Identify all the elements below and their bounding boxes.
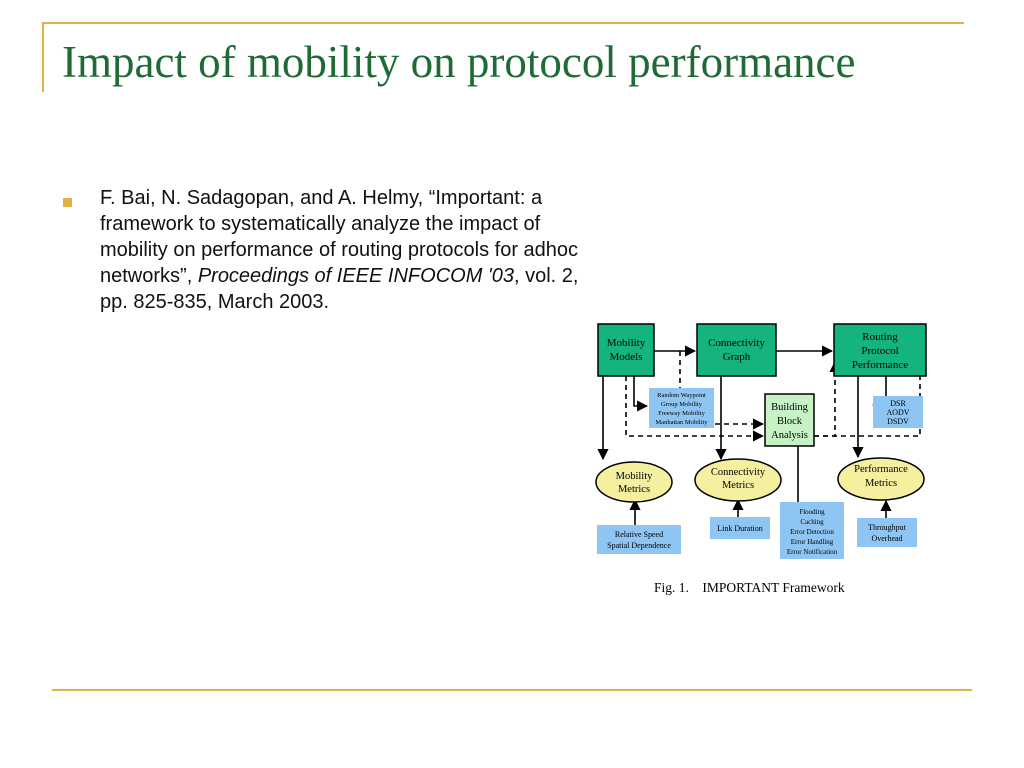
dashed-models-to-block bbox=[625, 376, 765, 442]
figure-caption: Fig. 1. IMPORTANT Framework bbox=[654, 580, 845, 595]
svg-text:Metrics: Metrics bbox=[865, 478, 897, 489]
svg-text:Error Notification: Error Notification bbox=[787, 548, 838, 556]
box-routing-protocol-performance: Routing Protocol Performance bbox=[833, 323, 927, 377]
box-building-block-analysis: Building Block Analysis bbox=[764, 393, 815, 447]
svg-text:Group Mobility: Group Mobility bbox=[661, 401, 703, 408]
svg-text:Freeway Mobility: Freeway Mobility bbox=[658, 410, 706, 417]
svg-text:Analysis: Analysis bbox=[771, 430, 808, 441]
svg-text:Protocol: Protocol bbox=[861, 345, 898, 357]
svg-text:Relative Speed: Relative Speed bbox=[615, 530, 663, 539]
arrow-models-to-list bbox=[633, 376, 649, 412]
svg-text:Flooding: Flooding bbox=[799, 508, 825, 516]
citation-authors: F. Bai, N. Sadagopan, and A. Helmy, bbox=[100, 187, 424, 209]
note-mobility-metric-list: Relative Speed Spatial Dependence bbox=[597, 525, 681, 554]
note-protocols: DSR AODV DSDV bbox=[873, 396, 923, 428]
svg-text:AODV: AODV bbox=[886, 408, 909, 417]
svg-text:Mobility: Mobility bbox=[607, 337, 646, 349]
slide-title: Impact of mobility on protocol performan… bbox=[62, 37, 856, 87]
bullet-square-icon bbox=[63, 198, 72, 207]
svg-text:Caching: Caching bbox=[800, 518, 824, 526]
svg-text:Link Duration: Link Duration bbox=[717, 524, 763, 533]
svg-text:Metrics: Metrics bbox=[618, 484, 650, 495]
note-mobility-models-list: Random Waypoint Group Mobility Freeway M… bbox=[649, 388, 714, 428]
note-connectivity-metric-list: Link Duration bbox=[710, 517, 770, 539]
svg-text:DSDV: DSDV bbox=[887, 417, 909, 426]
svg-text:Connectivity: Connectivity bbox=[708, 337, 765, 349]
box-connectivity-graph: Connectivity Graph bbox=[696, 323, 777, 377]
note-performance-metric-list: Throughput Overhead bbox=[857, 518, 917, 547]
svg-text:Graph: Graph bbox=[723, 351, 751, 363]
svg-text:Error Handling: Error Handling bbox=[791, 538, 834, 546]
svg-text:Performance: Performance bbox=[854, 464, 908, 475]
citation-details: , vol. 2, pp. 825-835, March 2003. bbox=[100, 265, 579, 313]
framework-figure: Mobility Models Connectivity Graph Routi… bbox=[590, 318, 930, 608]
svg-text:Models: Models bbox=[610, 351, 643, 363]
ellipse-mobility-metrics: Mobility Metrics bbox=[595, 461, 673, 503]
framework-diagram: Mobility Models Connectivity Graph Routi… bbox=[595, 323, 927, 595]
citation-text: F. Bai, N. Sadagopan, and A. Helmy, “Imp… bbox=[100, 185, 580, 315]
dashed-block-to-routing bbox=[814, 360, 841, 437]
ellipse-performance-metrics: Performance Metrics bbox=[837, 457, 925, 501]
citation-paper-title: “Important: a framework to systematicall… bbox=[100, 187, 579, 287]
svg-text:Manhattan Mobility: Manhattan Mobility bbox=[655, 419, 708, 426]
svg-text:Performance: Performance bbox=[852, 359, 908, 371]
top-accent-line bbox=[42, 22, 964, 24]
svg-text:Block: Block bbox=[777, 416, 803, 427]
ellipse-connectivity-metrics: Connectivity Metrics bbox=[694, 458, 782, 502]
citation-venue: Proceedings of IEEE INFOCOM '03 bbox=[197, 265, 514, 287]
svg-text:Mobility: Mobility bbox=[616, 471, 654, 482]
svg-text:Connectivity: Connectivity bbox=[711, 467, 766, 478]
svg-text:Spatial Dependence: Spatial Dependence bbox=[607, 541, 671, 550]
left-accent-line bbox=[42, 22, 44, 92]
svg-text:Error Detection: Error Detection bbox=[790, 528, 834, 536]
svg-text:Throughput: Throughput bbox=[868, 523, 907, 532]
note-building-blocks: Flooding Caching Error Detection Error H… bbox=[780, 502, 844, 559]
svg-text:Routing: Routing bbox=[862, 331, 898, 343]
bottom-accent-line bbox=[52, 689, 972, 691]
svg-text:Building: Building bbox=[771, 402, 809, 413]
box-mobility-models: Mobility Models bbox=[597, 323, 655, 377]
svg-text:DSR: DSR bbox=[890, 399, 906, 408]
svg-text:Random Waypoint: Random Waypoint bbox=[657, 392, 706, 399]
svg-text:Overhead: Overhead bbox=[871, 534, 902, 543]
svg-text:Metrics: Metrics bbox=[722, 480, 754, 491]
